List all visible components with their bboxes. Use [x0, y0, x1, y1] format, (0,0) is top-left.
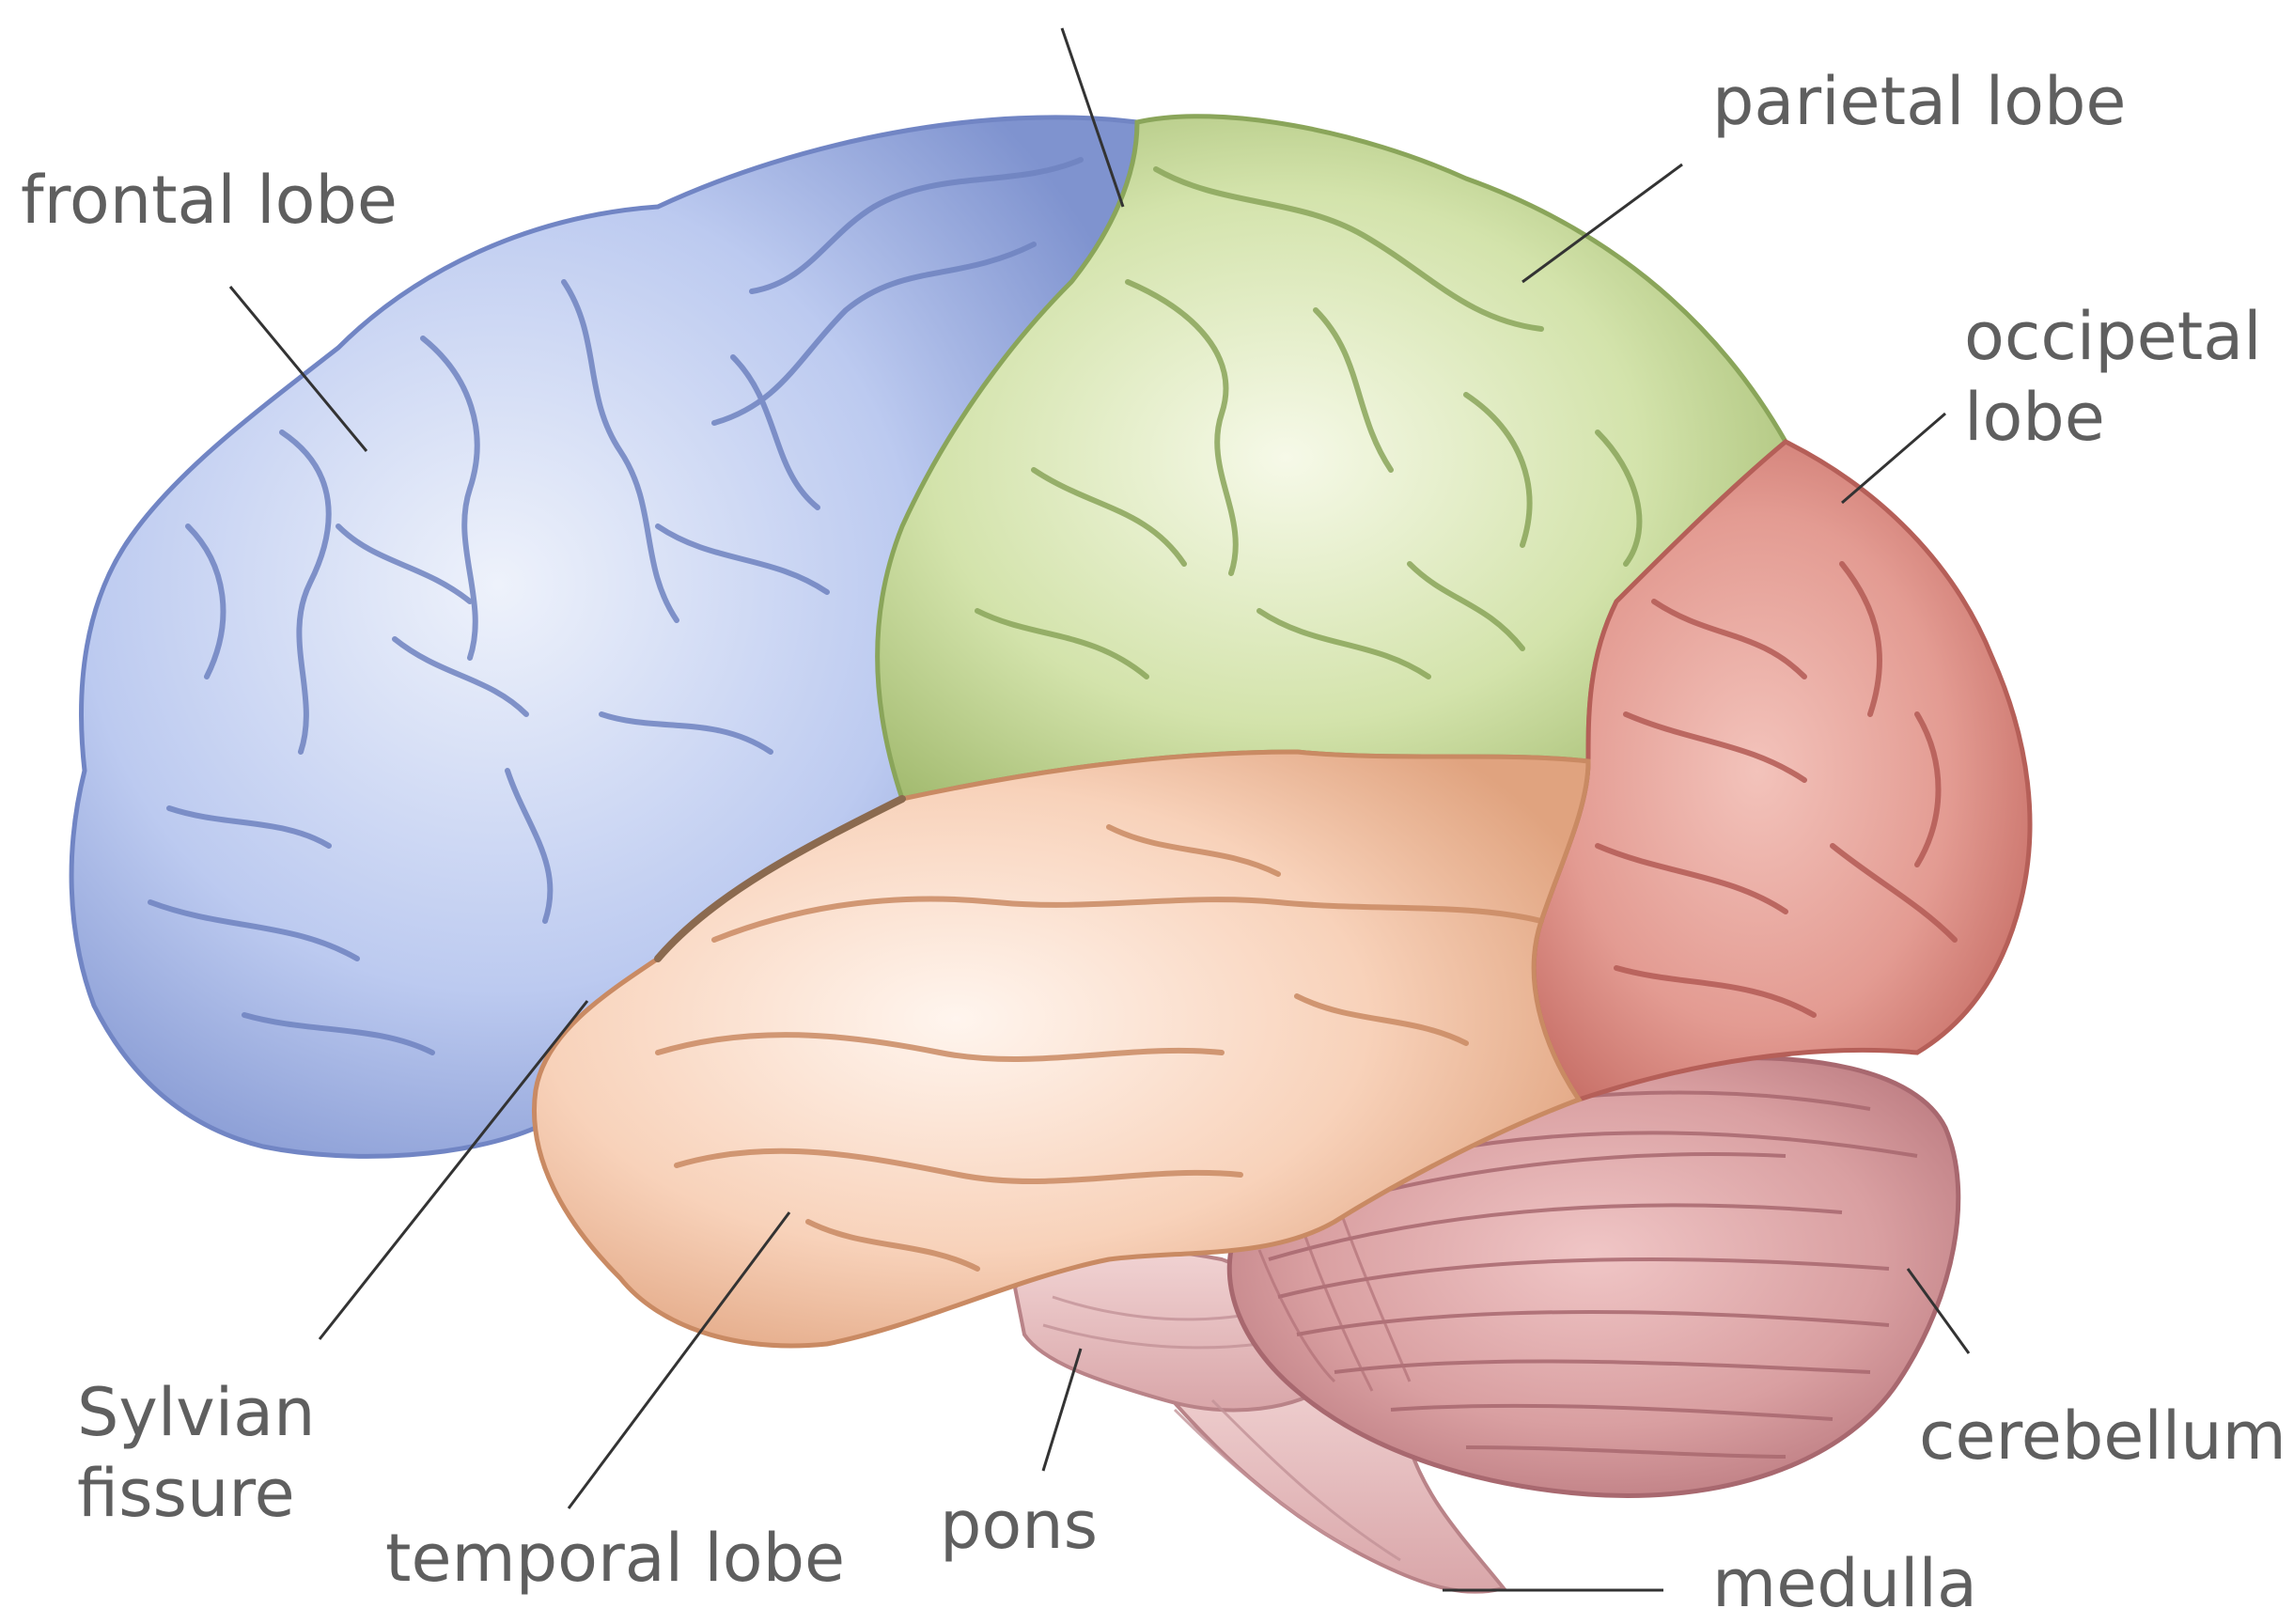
label-frontal-lobe: frontal lobe: [21, 162, 398, 239]
frontal-lobe: [69, 115, 1140, 1159]
occipital-lobe: [1531, 439, 2033, 1102]
label-sylvian-fissure-line-2: fissure: [77, 1455, 295, 1532]
label-temporal-lobe: temporal lobe: [385, 1520, 846, 1597]
leader-cerebellum: [1906, 1268, 1971, 1354]
leader-lines: [228, 27, 1971, 1592]
leader-occipetal-lobe: [1841, 412, 1946, 505]
label-pons: pons: [940, 1487, 1099, 1564]
leader-temporal-lobe: [567, 1211, 791, 1509]
leader-pons: [1041, 1348, 1083, 1472]
label-cerebellum: cerebellum: [1919, 1398, 2286, 1475]
leader-parietal-lobe: [1522, 163, 1683, 284]
brainstem: [1012, 1248, 1507, 1594]
label-sylvian-fissure-line-1: Sylvian: [77, 1374, 316, 1451]
sylvian-fissure: [654, 795, 906, 962]
leader-frontal-lobe: [228, 286, 368, 452]
label-occipetal-lobe-line-1: occipetal: [1964, 298, 2262, 375]
leader-sylvian-fissure: [318, 1000, 589, 1340]
label-occipetal-lobe: occipetal lobe: [1964, 296, 2262, 458]
label-parietal-lobe: parietal lobe: [1712, 63, 2127, 140]
temporal-lobe: [532, 749, 1591, 1349]
label-medulla: medulla: [1712, 1545, 1977, 1622]
label-sylvian-fissure: Sylvian fissure: [77, 1372, 315, 1534]
leader-top: [1060, 27, 1125, 208]
label-occipetal-lobe-line-2: lobe: [1964, 379, 2105, 456]
